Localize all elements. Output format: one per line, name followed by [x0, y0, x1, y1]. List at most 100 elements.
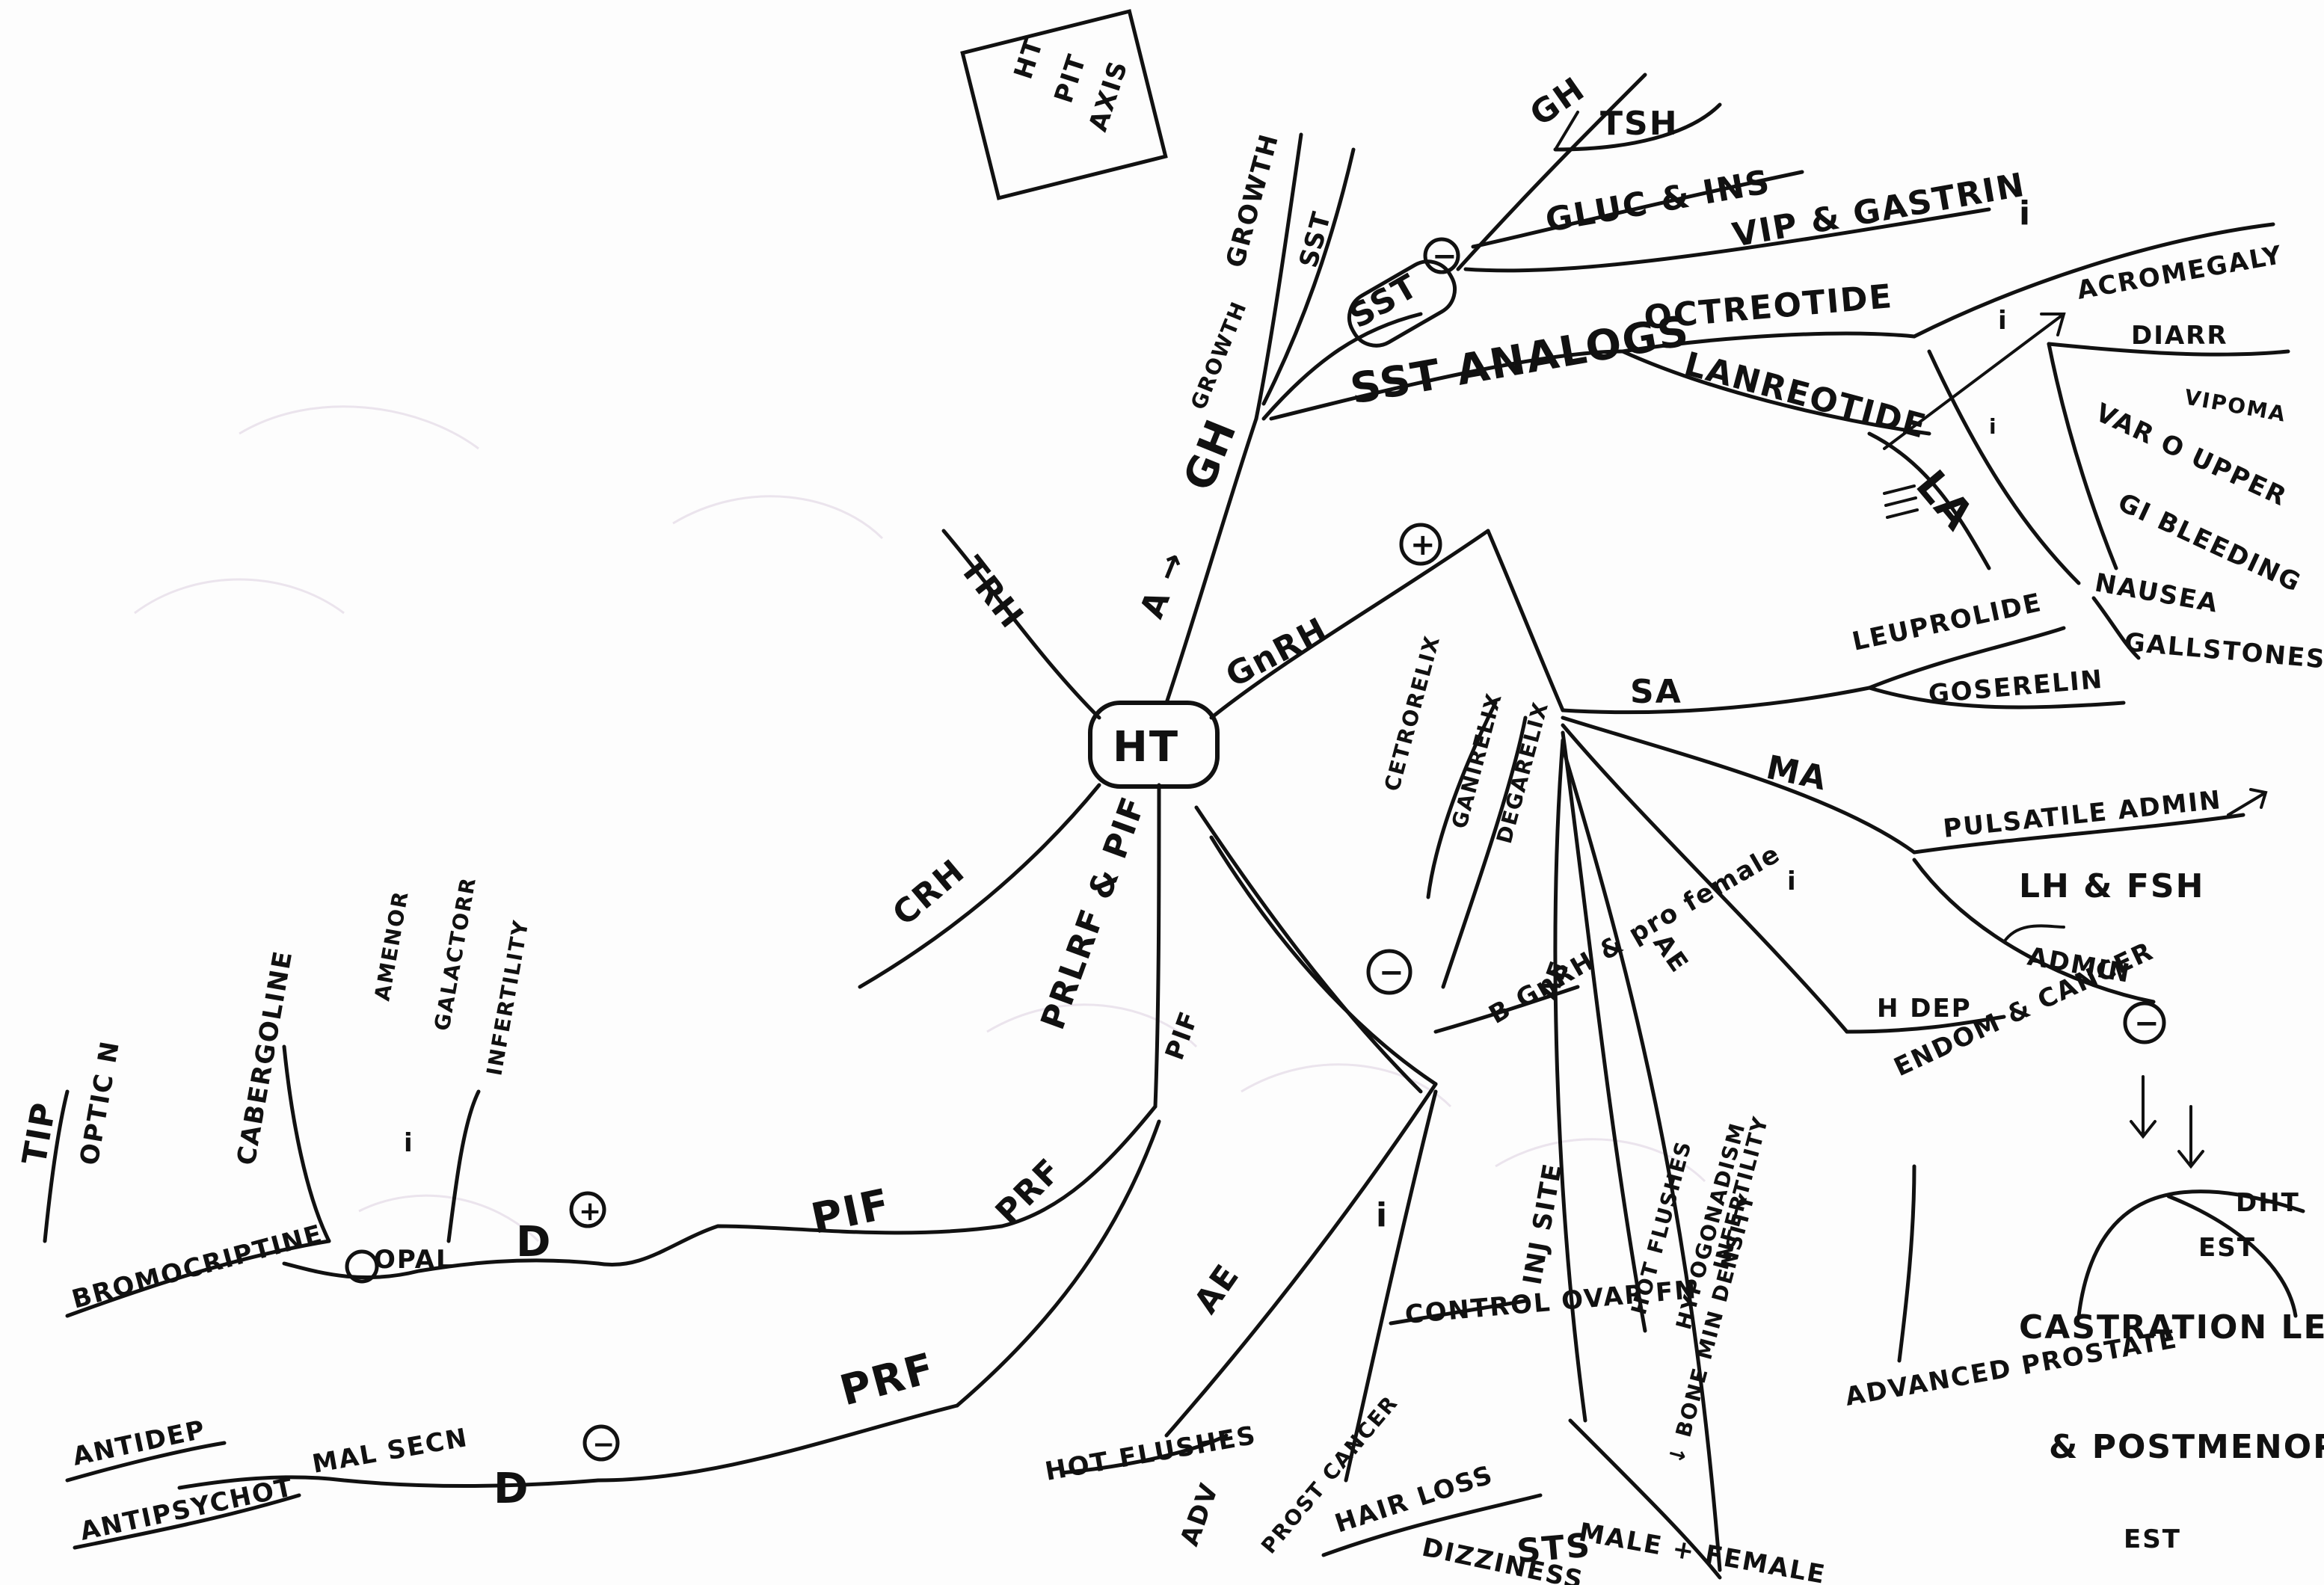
- label-antipsychot: ANTIPSYCHOT: [78, 1472, 297, 1547]
- label-degarelix: DEGARELIX: [1492, 698, 1553, 846]
- dopa-agonist-line: [282, 1258, 600, 1280]
- label-prlrf-pif: PRLRF & PIF: [1033, 791, 1153, 1034]
- tsh-line: [1553, 102, 1722, 152]
- b-gnrh-line: [1433, 985, 1580, 1034]
- label-hot-flushes-2: HOT FLUSHES: [1043, 1421, 1259, 1487]
- label-pulsatile-admin: PULSATILE ADMIN: [1942, 785, 2224, 844]
- sst-analogs-branch: [1269, 349, 1625, 421]
- admin-to-minus: [1912, 858, 2156, 1004]
- bleed-through-marks: [134, 405, 1706, 1243]
- label-la: LA: [1906, 461, 1983, 540]
- gluc-ins-branch: [1471, 170, 1804, 249]
- sst-up-branch: [1261, 147, 1356, 406]
- inhibit-icon: [1423, 237, 1460, 274]
- pif-mid-branch: [596, 1224, 1004, 1267]
- label-dopa-i: i: [404, 1128, 414, 1158]
- gallstones-branch: [2091, 596, 2141, 660]
- label-adv: ADV: [1175, 1479, 1225, 1550]
- dopa-plus-sign: +: [579, 1196, 601, 1227]
- adv-prostate-branch: [1897, 1164, 1916, 1363]
- ae-branch: [1927, 349, 2081, 585]
- cabergoline-line: [282, 1044, 331, 1243]
- inhibit-sign: −: [1432, 239, 1457, 274]
- antidep-line: [65, 1441, 227, 1483]
- trh-branch: [941, 529, 1101, 720]
- label-sts: STS: [1516, 1526, 1593, 1570]
- suppress-sign: −: [2134, 1006, 2159, 1041]
- label-b-gnrh: B GnRH & pro female: [1484, 839, 1786, 1030]
- stimulate-icon: [1399, 523, 1442, 566]
- label-goserelin: GOSERELIN: [1927, 665, 2104, 710]
- label-mal-secn: MAL SECN: [310, 1423, 471, 1480]
- controls-line: [1389, 1299, 1528, 1326]
- label-prost-cancer: PROST CANCER: [1256, 1391, 1403, 1559]
- label-h-dep: H DEP: [1877, 994, 1972, 1024]
- sa-branch: [1561, 686, 1872, 715]
- label-ma-i: i: [1787, 867, 1798, 896]
- antag-long-2: [1194, 805, 1423, 1094]
- label-castration-levels: CASTRATION LEVELS: [2019, 1308, 2324, 1347]
- gnrh-down-branch: [1486, 529, 1565, 713]
- label-ganirelix: GANIRELIX: [1447, 690, 1507, 831]
- label-ae-i: i: [1989, 414, 1998, 439]
- label-indication-i: i: [1998, 306, 2008, 336]
- label-ae-left: AE: [1187, 1257, 1247, 1320]
- pulsatile-arrow: [2227, 788, 2268, 816]
- label-tsh: TSH: [1600, 105, 1679, 143]
- la-scribble: [1883, 484, 1919, 519]
- est-arc: [2166, 1194, 2298, 1318]
- strand-3: [1561, 745, 1722, 1572]
- pulsatile-branch: [1912, 813, 2245, 855]
- down-arrow-2: [2177, 1105, 2204, 1169]
- dopa-antag-line: [177, 1475, 600, 1490]
- label-optic-n: OPTIC N: [74, 1038, 126, 1167]
- label-nausea: NAUSEA: [2092, 567, 2221, 618]
- tsh-bracket: [1554, 111, 1579, 151]
- ma-branch: [1561, 715, 1916, 855]
- diarr-branch: [2047, 342, 2290, 357]
- label-infertility-left: INFERTILITY: [482, 917, 533, 1077]
- dopa-ind-line: [446, 1089, 481, 1243]
- label-pif-top: PIF: [1160, 1007, 1205, 1064]
- label-amenor: AMENOR: [369, 888, 413, 1003]
- label-acromegaly: ACROMEGALY: [2075, 240, 2285, 306]
- label-gnrh: GnRH: [1220, 610, 1334, 695]
- label-i-left: i: [1376, 1196, 1389, 1234]
- h-dep-branch: [1561, 723, 1849, 1034]
- gh-up-branch: [1254, 132, 1303, 421]
- label-postmenop-levels: & POSTMENOP LEVELS: [2049, 1428, 2324, 1466]
- gnrh-branch: [1209, 529, 1490, 720]
- label-controls-ovarian: CONTROL OVAR FN: [1404, 1275, 1698, 1330]
- sst-circle-branch: [1261, 312, 1423, 421]
- dopa-minus-icon: [582, 1424, 620, 1462]
- suppress-icon: [2123, 1001, 2166, 1044]
- vip-gastrin-branch: [1463, 207, 1991, 273]
- title-box: HT PIT AXIS: [960, 9, 1168, 200]
- crh-branch: [858, 783, 1101, 989]
- label-octreotide: OCTREOTIDE: [1643, 277, 1895, 337]
- center-label: HT: [1113, 723, 1179, 772]
- label-opal: OPAL: [374, 1245, 454, 1275]
- strand-2: [1553, 738, 1587, 1423]
- label-dht: DHT: [2236, 1188, 2300, 1218]
- prf-branch: [955, 1119, 1161, 1408]
- lanreotide-branch: [1620, 349, 1931, 436]
- goserelin-branch: [1867, 686, 2126, 710]
- antipsychot-line: [73, 1493, 301, 1550]
- hair-loss-line: [1321, 1493, 1543, 1557]
- label-ma: MA: [1763, 748, 1831, 798]
- octreotide-branch: [1620, 331, 1916, 354]
- h-dep-line: [1845, 1015, 2006, 1034]
- antagonist-branch-2: [1441, 715, 1528, 989]
- label-est-bottom: EST: [2124, 1524, 2181, 1554]
- indication-branch: [1912, 222, 2275, 339]
- antag-long-1: [1209, 835, 1438, 1086]
- label-growth: GROWTH: [1186, 298, 1252, 413]
- label-vipoma: VIPOMA: [2183, 384, 2289, 426]
- label-inj-site: INJ SITE: [1517, 1160, 1568, 1287]
- opal-marker-icon: [345, 1249, 379, 1284]
- label-prf: PRF: [989, 1151, 1069, 1231]
- label-sa: SA: [1630, 673, 1682, 711]
- leuprolide-branch: [1867, 626, 2066, 690]
- ae-left-branch: [1164, 1082, 1438, 1438]
